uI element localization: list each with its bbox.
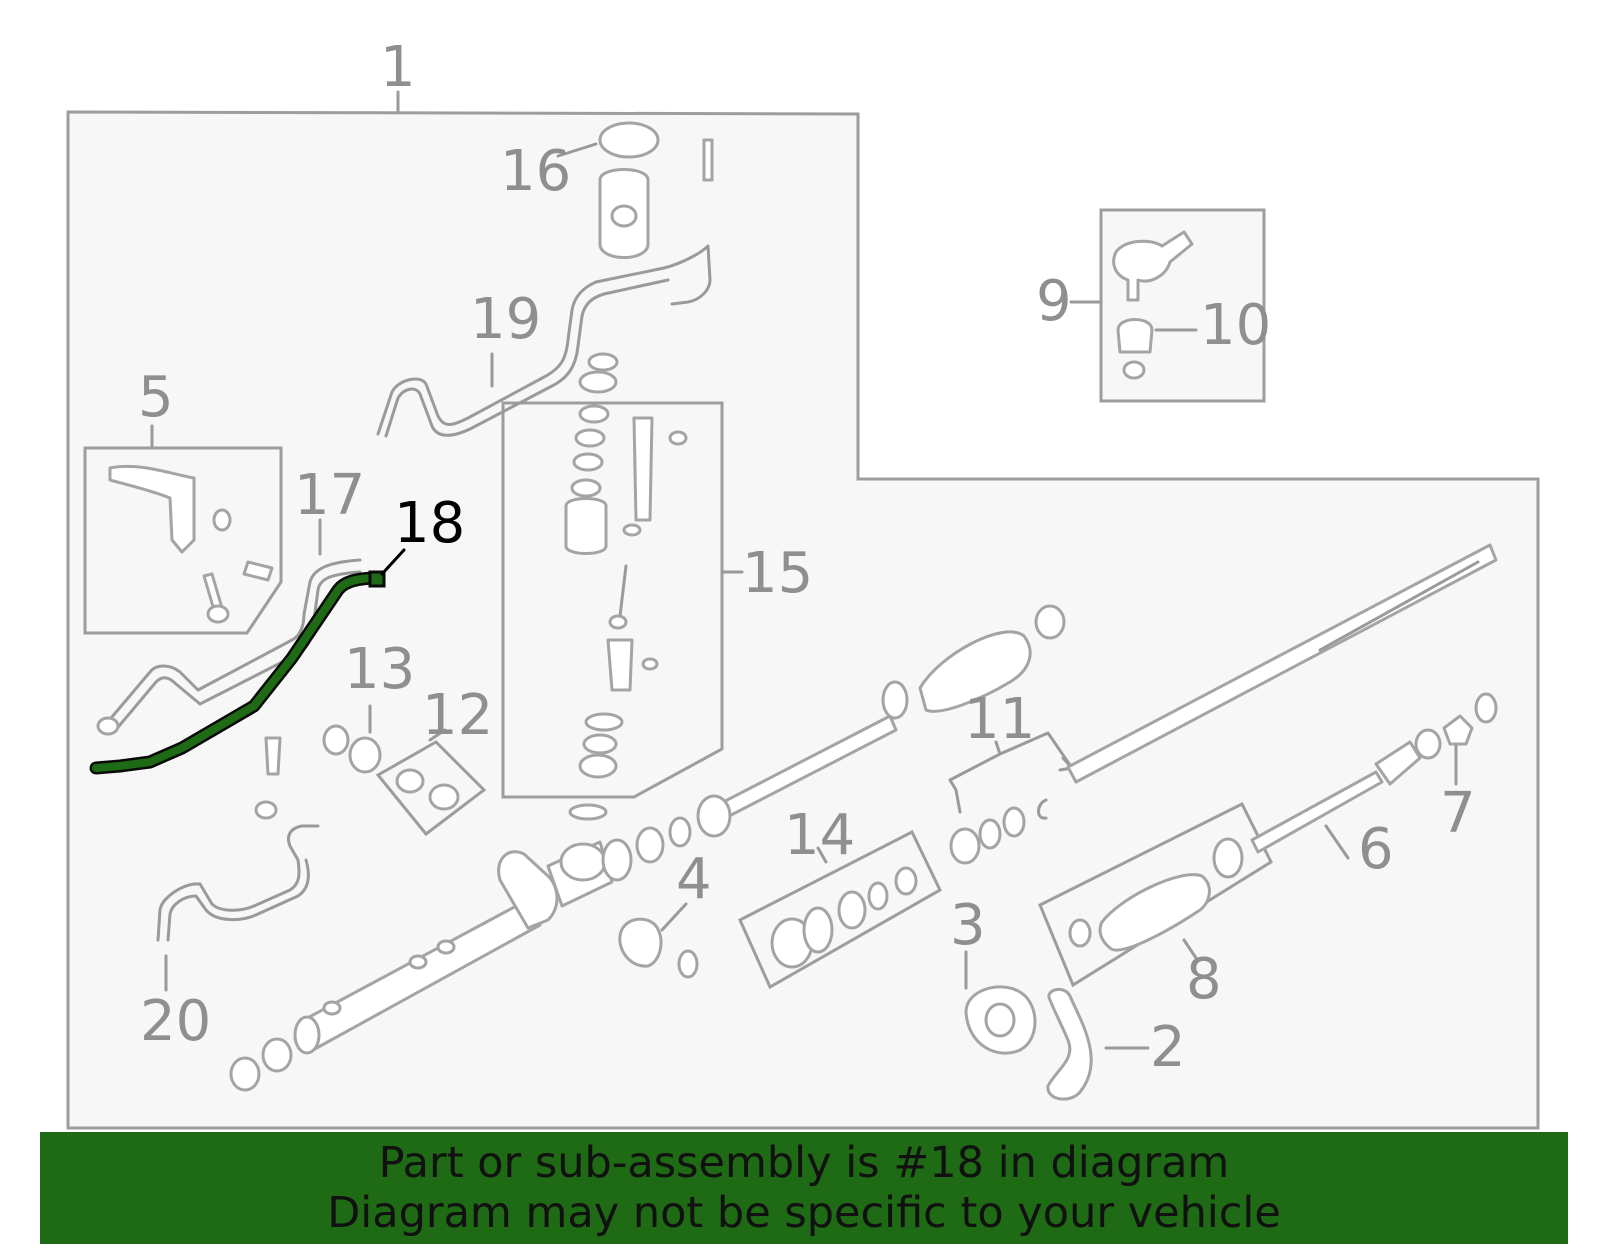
callout-12: 12 [422, 683, 493, 748]
callout-3: 3 [950, 893, 986, 958]
nut-7 [1442, 692, 1498, 746]
callout-14: 14 [784, 803, 855, 868]
o-ring [568, 803, 608, 821]
assembly-frame [66, 110, 1540, 1130]
highlighted-part-18 [89, 570, 386, 775]
callout-1: 1 [380, 35, 416, 100]
callout-11: 11 [964, 687, 1035, 752]
callout-2: 2 [1150, 1015, 1186, 1080]
seal-kit-box-12 [375, 728, 487, 837]
pressure-line-19 [376, 244, 712, 436]
outer-tie-rod [1250, 728, 1442, 854]
callout-6: 6 [1358, 817, 1394, 882]
callout-9: 9 [1036, 269, 1072, 334]
rack-housing [229, 838, 633, 1092]
callout-8: 8 [1186, 947, 1222, 1012]
tie-rod-end [1112, 230, 1194, 380]
leader-lines [164, 142, 1458, 1050]
callout-10: 10 [1200, 293, 1271, 358]
leader-18 [380, 548, 406, 576]
mount-clamp [1046, 987, 1093, 1101]
callout-20: 20 [140, 989, 211, 1054]
callout-17: 17 [294, 463, 365, 528]
boot-kit-box-8 [1038, 801, 1273, 988]
bushing-4 [618, 917, 699, 979]
control-valve [564, 121, 714, 779]
callout-16: 16 [500, 139, 571, 204]
return-line-17 [104, 558, 362, 726]
valve-kit-box [501, 401, 724, 799]
seal-rings-11 [949, 798, 1048, 865]
callout-18: 18 [394, 491, 465, 556]
bracket-5 [108, 464, 274, 624]
banner-line-part: Part or sub-assembly is #18 in diagram [378, 1138, 1230, 1188]
callout-15: 15 [742, 541, 813, 606]
banner-line-disclaimer: Diagram may not be specific to your vehi… [327, 1188, 1281, 1238]
pressure-line-20 [156, 824, 320, 942]
callout-4: 4 [676, 847, 712, 912]
mount-bushing [964, 985, 1037, 1055]
callout-5: 5 [138, 365, 174, 430]
callout-19: 19 [470, 287, 541, 352]
callout-13: 13 [344, 637, 415, 702]
seal-kit-box-14 [738, 829, 942, 990]
inner-rack [635, 543, 1498, 864]
info-banner: Part or sub-assembly is #18 in diagram D… [40, 1132, 1568, 1244]
callout-7: 7 [1440, 781, 1476, 846]
